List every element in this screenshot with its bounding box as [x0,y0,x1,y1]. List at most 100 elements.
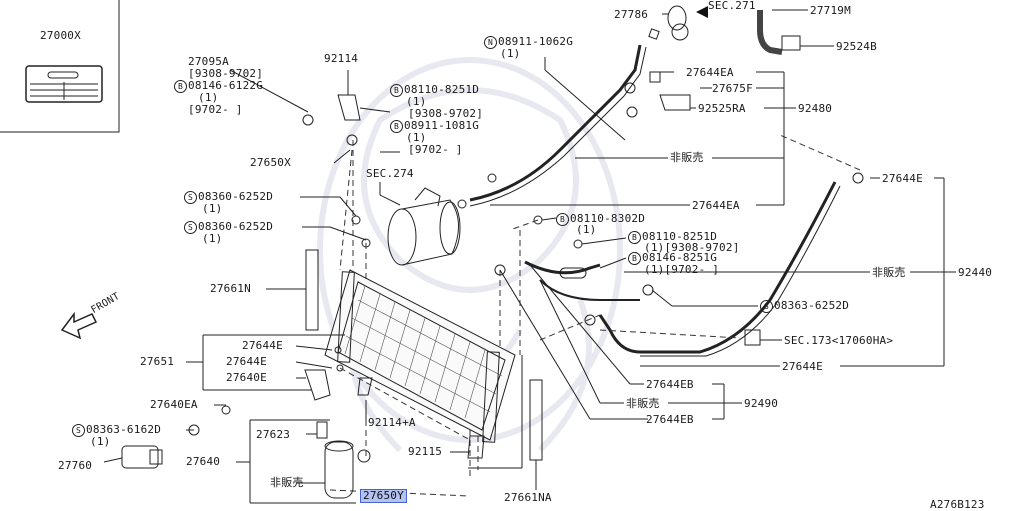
not-sold-label-2: 非販売 [872,266,906,279]
part-label-27661na[interactable]: 27661NA [504,491,552,504]
screw-symbol-icon: S [760,300,773,313]
front-arrow-icon [60,311,98,340]
bolt-symbol-icon: B [174,80,187,93]
part-label-27644e-bottom[interactable]: 27644E [782,360,823,373]
part-label-27623[interactable]: 27623 [256,428,291,441]
part-label-27644eb-1[interactable]: 27644EB [646,378,694,391]
part-label-27675f[interactable]: 27675F [712,82,753,95]
part-number: 08146-6122G [188,79,264,92]
seal-strip-left-icon [305,249,319,331]
part-label-27640ea[interactable]: 27640EA [150,398,198,411]
part-number: 08110-8302D [570,212,646,225]
part-label-27760[interactable]: 27760 [58,459,93,472]
part-label-92480[interactable]: 92480 [798,102,833,115]
part-label-27644e-l1[interactable]: 27644E [242,339,283,352]
part-number: 08360-6252D [198,220,274,233]
quantity-label: (1)[9308-9702] [644,241,740,254]
part-label-92114-a[interactable]: 92114+A [368,416,416,429]
compressor-icon [387,187,461,266]
date-range-label: [9308-9702] [188,67,264,80]
not-sold-label-1: 非販売 [670,151,704,164]
condenser-icon [324,269,516,443]
discharge-hose-icon [469,44,642,202]
part-label-27644e-right[interactable]: 27644E [882,172,923,185]
part-label-92440[interactable]: 92440 [958,266,993,279]
section-ref-sec271[interactable]: SEC.271 [708,0,756,12]
part-number: 08911-1081G [404,119,480,132]
diagram-code: A276B123 [930,498,985,511]
section-ref-sec173[interactable]: SEC.173<17060HA> [784,334,894,347]
not-sold-label-3: 非販売 [626,397,660,410]
nut-symbol-icon: N [484,36,497,49]
part-label-92525ra[interactable]: 92525RA [698,102,746,115]
suction-pipe-icon [598,181,837,354]
quantity-label: (1) [406,95,427,108]
quantity-label: (1) [406,131,427,144]
bolt-symbol-icon: B [556,213,569,226]
part-number: 08363-6162D [86,423,162,436]
part-label-27719m[interactable]: 27719M [810,4,851,17]
part-label-92490[interactable]: 92490 [744,397,779,410]
part-label-27644eb-2[interactable]: 27644EB [646,413,694,426]
part-number: 08363-6252D [774,299,850,312]
part-number: 08146-8251G [642,251,718,264]
quantity-label: (1) [202,232,223,245]
quantity-label: (1)[9702- ] [644,263,720,276]
nut-symbol-icon: B [390,120,403,133]
part-label-27651[interactable]: 27651 [140,355,175,368]
screw-symbol-icon: S [184,221,197,234]
quantity-label: (1) [90,435,111,448]
quantity-label: (1) [576,223,597,236]
screw-symbol-icon: S [72,424,85,437]
bolt-symbol-icon: B [390,84,403,97]
not-sold-label-4: 非販売 [270,476,304,489]
part-number: 08911-1062G [498,35,574,48]
label-plate-icon [25,65,103,103]
pressure-switch-icon [121,445,159,469]
section-ref-sec274[interactable]: SEC.274 [366,167,414,180]
screw-symbol-icon: S [184,191,197,204]
part-label-27644e-l2[interactable]: 27644E [226,355,267,368]
quantity-label: (1) [500,47,521,60]
inset-frame [0,0,120,133]
bolt-symbol-icon: B [628,231,641,244]
part-label-27786[interactable]: 27786 [614,8,649,21]
part-label-27661n[interactable]: 27661N [210,282,251,295]
part-label-27640e[interactable]: 27640E [226,371,267,384]
part-label-27650y-selected[interactable]: 27650Y [360,489,407,503]
date-range-label: [9702- ] [408,143,463,156]
part-label-92115[interactable]: 92115 [408,445,443,458]
part-label-27640[interactable]: 27640 [186,455,221,468]
date-range-label: [9308-9702] [408,107,484,120]
sec271-arrow-icon [696,6,708,18]
top-hose-icon [757,10,783,55]
quantity-label: (1) [198,91,219,104]
part-label-27095a[interactable]: 27095A [188,55,229,68]
part-label-92114[interactable]: 92114 [324,52,359,65]
part-label-27644ea-top[interactable]: 27644EA [686,66,734,79]
part-label-27644ea-mid[interactable]: 27644EA [692,199,740,212]
part-label-92524b[interactable]: 92524B [836,40,877,53]
part-label-27650x[interactable]: 27650X [250,156,291,169]
quantity-label: (1) [202,202,223,215]
date-range-label: [9702- ] [188,103,243,116]
part-label-27000x[interactable]: 27000X [40,29,81,42]
receiver-drier-icon [316,421,354,499]
part-number: 08110-8251D [404,83,480,96]
part-number: 08360-6252D [198,190,274,203]
part-number: 08110-8251D [642,230,718,243]
bolt-symbol-icon: B [628,252,641,265]
